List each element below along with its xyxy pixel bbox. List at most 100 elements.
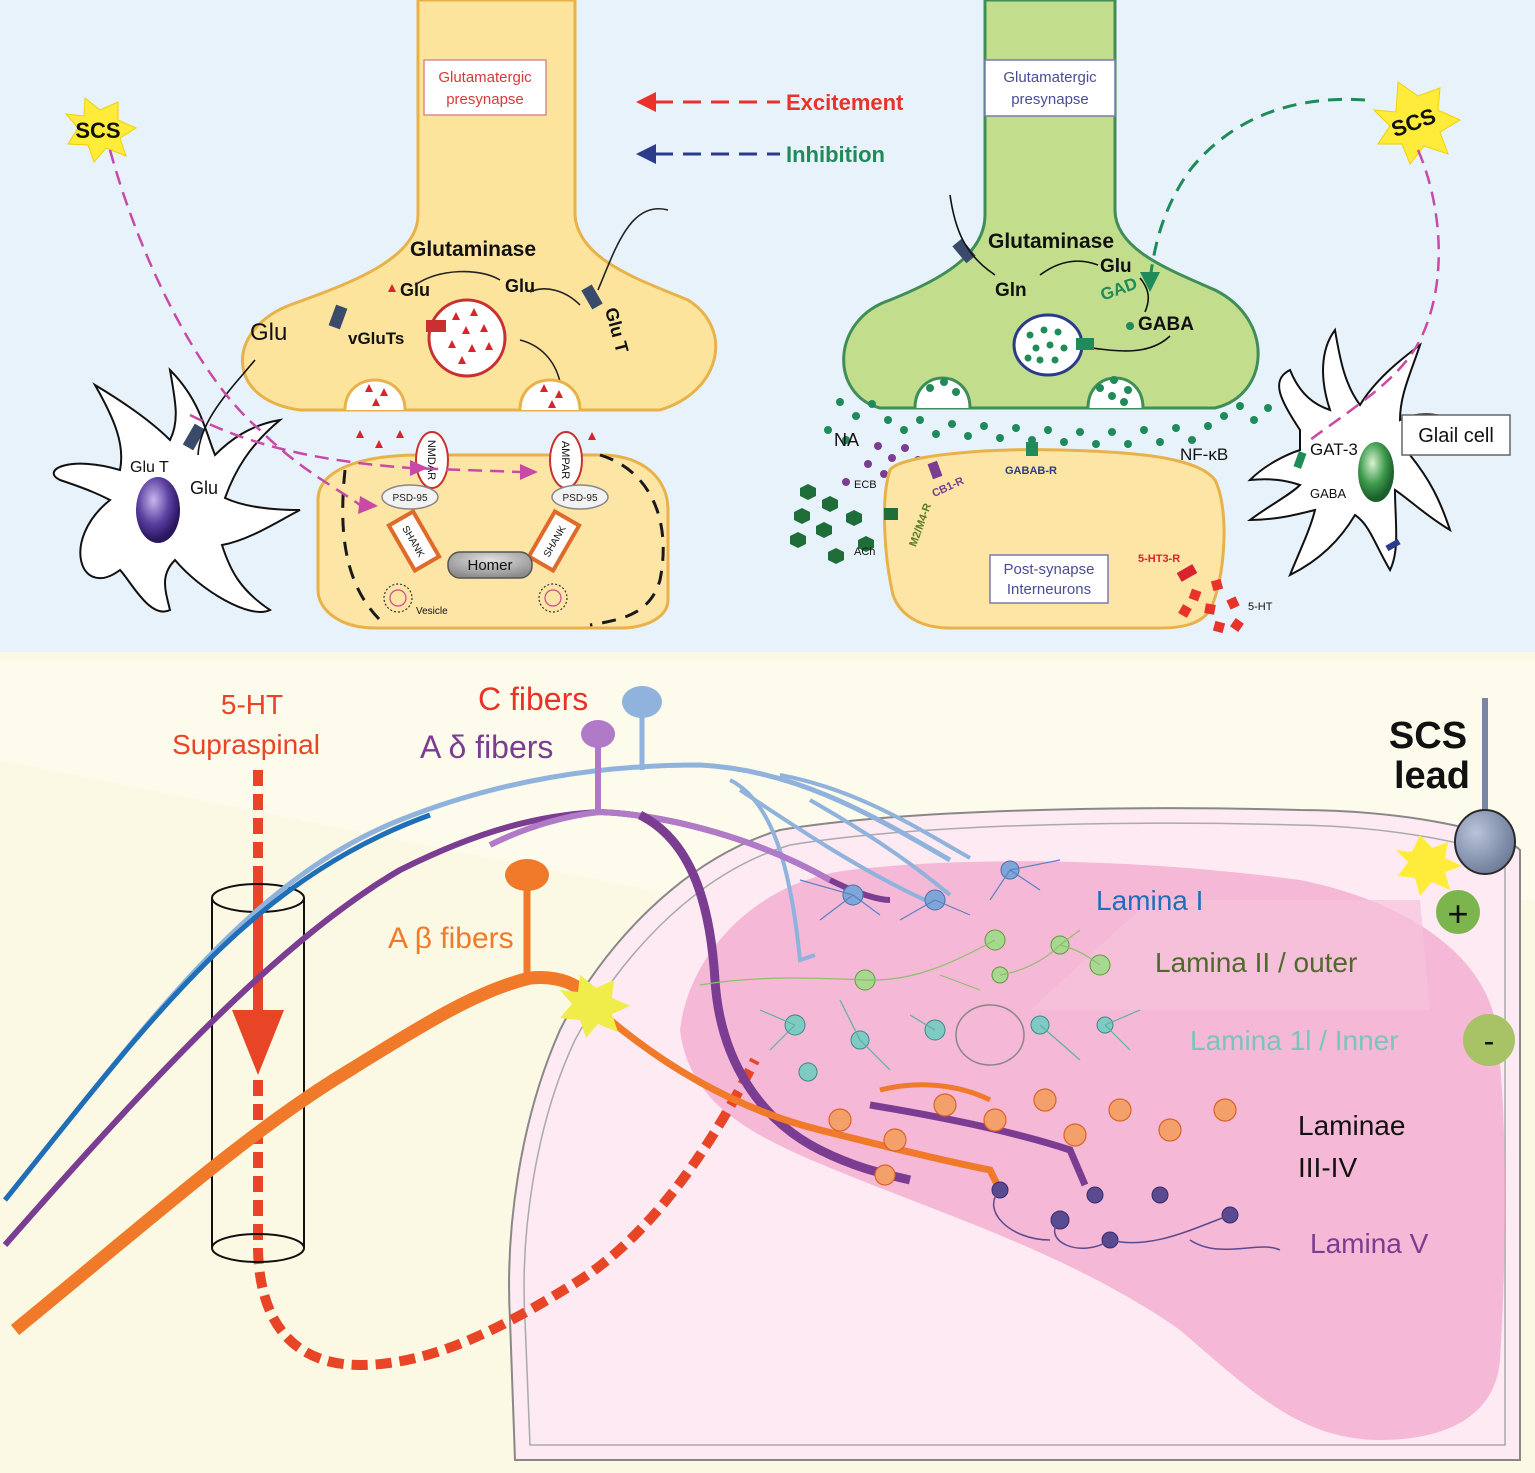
glutamate-vesicle bbox=[427, 298, 507, 378]
postsynapse-label-line2: Interneurons bbox=[1007, 581, 1091, 598]
a-delta-fibers-label: A δ fibers bbox=[420, 729, 553, 765]
released-glutamate bbox=[356, 384, 596, 448]
gabaergic-presynapse-terminal bbox=[842, 0, 1260, 410]
release-pocket-right bbox=[518, 378, 582, 411]
scs-inhibition-path-right bbox=[1148, 97, 1366, 281]
lamina-i-dendrites bbox=[799, 859, 1061, 921]
nmdar-label: NMDAR bbox=[425, 440, 437, 480]
glia-gaba-label: GABA bbox=[1310, 486, 1346, 501]
scs-lead: SCS lead + - bbox=[1389, 698, 1516, 1066]
minus-electrode-label: - bbox=[1484, 1023, 1495, 1059]
homer-label: Homer bbox=[467, 557, 512, 574]
serotonin-dashed-projection bbox=[253, 1057, 760, 1371]
a-beta-fiber-deep-branch bbox=[879, 1082, 992, 1103]
lamina-neurons bbox=[699, 859, 1281, 1251]
legend-excitement-label: Excitement bbox=[786, 90, 904, 115]
scs-glia-path bbox=[1309, 149, 1440, 442]
lamina-ii-inner-highlight bbox=[955, 1004, 1025, 1066]
spinal-cord-outline-inner bbox=[523, 822, 1506, 1446]
a-delta-fiber-descending bbox=[637, 810, 912, 1185]
glu-transporter-presyn bbox=[581, 284, 603, 310]
psd95-right bbox=[551, 484, 609, 510]
supraspinal-label-line1: 5-HT bbox=[221, 689, 283, 720]
astrocyte-left: Glu T Glu Glu bbox=[52, 304, 348, 613]
vgluts-label: vGluTs bbox=[348, 329, 404, 348]
psd95-left bbox=[381, 484, 439, 510]
lamina-labels: Lamina I Lamina II / outer Lamina 1l / I… bbox=[1096, 885, 1429, 1259]
c-fiber-branch-2 bbox=[779, 773, 971, 860]
c-fibers-label: C fibers bbox=[478, 681, 588, 717]
lamina-i-label: Lamina I bbox=[1096, 885, 1203, 916]
gat3-label: GAT-3 bbox=[1310, 440, 1358, 459]
a-beta-fiber-projection bbox=[607, 1017, 1004, 1192]
scs-excitement-path-left bbox=[108, 149, 521, 507]
gln-label: Gln bbox=[995, 280, 1027, 301]
glu-to-gaba-arrow bbox=[1139, 277, 1150, 313]
serotonin-squares bbox=[1178, 578, 1244, 634]
legend-excitement-arrowhead bbox=[636, 92, 656, 112]
gaba-glutaminase-label: Glutaminase bbox=[988, 230, 1114, 253]
glu-transporter-astro bbox=[182, 423, 206, 451]
shank-left bbox=[386, 508, 442, 574]
glu-right-label: Glu bbox=[505, 276, 535, 296]
ht-label: 5-HT bbox=[1248, 601, 1273, 613]
glutamatergic-presynapse-terminal bbox=[240, 0, 718, 412]
afferent-fibers: C fibers A δ fibers A β fibers bbox=[2, 681, 1089, 1336]
lamina-v-dendrites bbox=[993, 1189, 1281, 1251]
lamina-iii-iv-neurons bbox=[828, 1088, 1237, 1186]
lamina-ii-inner-label: Lamina 1l / Inner bbox=[1190, 1025, 1399, 1056]
presynapse-label-line1: Glutamatergic bbox=[438, 69, 532, 86]
scs-star-right: SCS bbox=[1372, 81, 1462, 165]
a-beta-fiber-soma bbox=[505, 859, 549, 891]
glu-vesicle-arrow bbox=[519, 339, 561, 383]
glu-left-label: Glu bbox=[400, 280, 430, 300]
gaba-gln-in-arrow bbox=[949, 194, 996, 276]
lamina-ii-outer-label: Lamina II / outer bbox=[1155, 947, 1357, 978]
glu-triangle-marker bbox=[388, 284, 396, 292]
psd95-right-label: PSD-95 bbox=[562, 493, 597, 504]
ach-label: ACh bbox=[854, 546, 875, 558]
scs-lead-label-line1: SCS bbox=[1389, 715, 1467, 757]
postsynapse-label-line1: Post-synapse bbox=[1004, 561, 1095, 578]
lamina-ii-outer-dendrites bbox=[699, 929, 1101, 991]
scs-arrowhead-3 bbox=[520, 464, 538, 480]
cb1r-receptor bbox=[927, 460, 943, 480]
a-beta-fiber-path bbox=[10, 970, 596, 1336]
scs-lead-star bbox=[1396, 835, 1462, 896]
scs-star-right-shape bbox=[1372, 81, 1462, 165]
presynapse-label-line2: presynapse bbox=[446, 91, 524, 108]
glu-transport-arrow-in bbox=[597, 207, 669, 291]
postsynapse-label-box bbox=[989, 554, 1109, 604]
scs-star-left-label: SCS bbox=[75, 118, 120, 143]
glu-cycle-arrow-1 bbox=[414, 270, 501, 286]
laminae-iii-iv-label-line2: III-IV bbox=[1298, 1152, 1357, 1183]
presynapse-label-box bbox=[423, 59, 547, 116]
legend-inhibition-arrowhead bbox=[636, 144, 656, 164]
gabab-receptor bbox=[1026, 442, 1038, 456]
a-delta-fiber-deep-branch bbox=[869, 1101, 1089, 1187]
scs-star-left-shape bbox=[64, 97, 138, 163]
minus-electrode bbox=[1463, 1014, 1515, 1066]
legend: Excitement Inhibition bbox=[636, 90, 904, 167]
lamina-v-label: Lamina V bbox=[1310, 1228, 1429, 1259]
glial-cell-label: Glail cell bbox=[1418, 425, 1494, 447]
scs-arrowhead-2 bbox=[410, 460, 428, 476]
dorsal-horn bbox=[508, 807, 1521, 1461]
gaba-glutaminase-transporter bbox=[952, 238, 976, 264]
glial-cell-label-box bbox=[1401, 414, 1511, 456]
scs-lead-electrode bbox=[1454, 809, 1516, 875]
excitement-boundary-dashed bbox=[341, 453, 665, 627]
c-fiber-branch-1 bbox=[729, 778, 816, 963]
glial-cell-body bbox=[1246, 327, 1462, 578]
supraspinal-label-line2: Supraspinal bbox=[172, 729, 320, 760]
psd95-left-label: PSD-95 bbox=[392, 493, 427, 504]
ampar-label: AMPAR bbox=[559, 441, 571, 479]
gln-to-glu-arrow bbox=[1039, 260, 1099, 276]
a-beta-fibers-label: A β fibers bbox=[388, 922, 514, 955]
gaba-dot-marker bbox=[1126, 322, 1134, 330]
a-delta-fiber-soma bbox=[581, 720, 615, 748]
vesicle-label: Vesicle bbox=[416, 606, 448, 617]
ht3r-receptor bbox=[1176, 564, 1198, 582]
scs-star-left: SCS bbox=[64, 97, 138, 163]
gaba-presynapse-label-line1: Glutamatergic bbox=[1003, 69, 1097, 86]
